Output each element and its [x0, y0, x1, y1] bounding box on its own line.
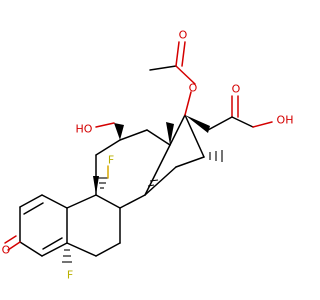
c11-hydroxyl-label: HO [76, 123, 93, 136]
ring-a [4, 194, 68, 257]
hydroxyacetyl-group [207, 95, 273, 131]
stereo-bonds [62, 115, 223, 263]
hash-bond-c16-methyl [209, 150, 223, 162]
ester-carbonyl-oxygen-label: O [179, 29, 188, 42]
ring-d [144, 114, 205, 196]
hash-bond-f6 [62, 249, 72, 263]
hash-bond-c14 [147, 179, 159, 187]
ketone-oxygen-label: O [232, 83, 241, 96]
c11-hydroxyl [95, 122, 115, 128]
acetate-group [149, 41, 196, 116]
c3-ketone-oxygen-label: O [2, 244, 11, 257]
c6-fluorine-label: F [67, 269, 73, 282]
ring-c [95, 129, 171, 209]
molecule-structure: O O O OH HO O F F [2, 29, 294, 282]
ring-b [66, 194, 121, 257]
atom-labels: O O O OH HO O F F [2, 29, 294, 282]
hash-bond-f9 [98, 177, 108, 189]
terminal-hydroxyl-label: OH [277, 114, 294, 127]
c9-fluorine-label: F [108, 154, 114, 167]
ester-oxygen-label: O [189, 82, 198, 95]
